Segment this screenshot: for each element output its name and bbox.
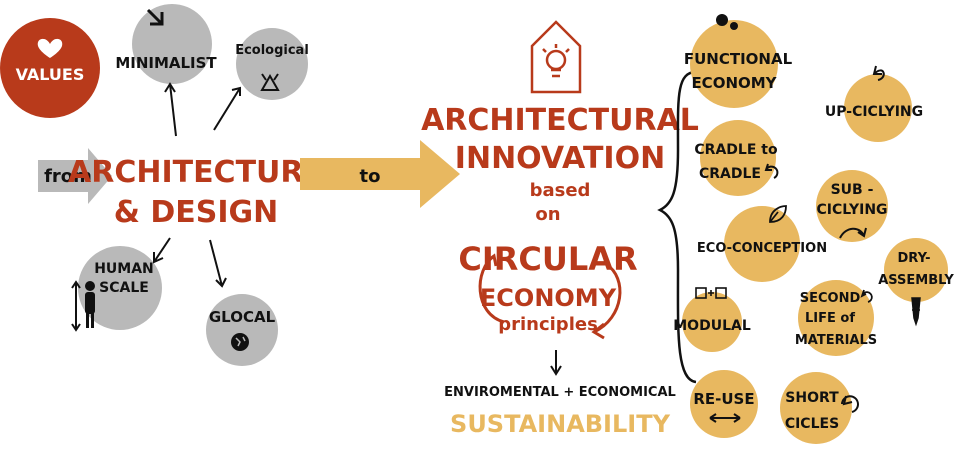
arrow-to-minimalist <box>164 82 177 137</box>
person-height-icon <box>71 280 95 332</box>
re-use-label: RE-USE <box>693 390 754 408</box>
minimalist-circle <box>132 4 212 84</box>
functional-economy-line-2: ECONOMY <box>691 74 777 92</box>
second-life-line-3: MATERIALS <box>795 333 877 348</box>
sub-ciclying-line-1: SUB - <box>831 182 874 198</box>
principle-re-use: RE-USE <box>690 370 758 438</box>
circular-arrows-icon <box>478 253 622 340</box>
principle-cradle-to-cradle: CRADLE to CRADLE <box>694 120 779 196</box>
ecological-circle <box>236 28 308 100</box>
cursor-arrow-icon <box>146 8 164 26</box>
human-scale-circle <box>78 246 162 330</box>
principle-modulal: MODULAL <box>673 287 751 352</box>
architectural-headline: ARCHITECTURAL <box>421 103 699 138</box>
human-scale-label-1: HUMAN <box>94 261 154 277</box>
principle-functional-economy: FUNCTIONAL ECONOMY <box>684 14 793 108</box>
innovation-headline: INNOVATION <box>455 141 665 176</box>
sub-ciclying-line-2: CICLYING <box>816 202 887 218</box>
values-badge-circle <box>0 18 100 118</box>
double-arrow-icon <box>709 413 741 423</box>
dry-assembly-line-1: DRY- <box>898 251 931 266</box>
screw-icon <box>911 297 921 327</box>
on-label: on <box>535 204 560 225</box>
from-arrow: from <box>38 148 112 204</box>
principle-up-cyclying: UP-CICLYING <box>825 65 923 142</box>
principle-eco-conception: ECO-CONCEPTION <box>697 205 827 282</box>
modulal-label: MODULAL <box>673 318 751 334</box>
gears-icon <box>716 14 738 30</box>
house-lightbulb-icon <box>530 20 582 94</box>
to-arrow: to <box>300 140 460 208</box>
second-life-line-2: LIFE of <box>805 311 855 326</box>
functional-economy-line-1: FUNCTIONAL <box>684 50 793 68</box>
down-arrow-icon <box>550 350 562 376</box>
glocal-label: GLOCAL <box>209 308 276 326</box>
principle-short-cicles: SHORT CICLES <box>780 372 859 444</box>
cycle-icon <box>841 395 859 413</box>
loop-icon <box>872 65 885 81</box>
dry-assembly-line-2: ASSEMBLY <box>878 273 954 288</box>
values-label: VALUES <box>16 65 85 84</box>
satellite-arrows <box>153 82 241 288</box>
principle-second-life: SECOND LIFE of MATERIALS <box>795 280 877 356</box>
cycle-icon <box>764 163 779 179</box>
from-label: from <box>44 166 92 187</box>
arrow-to-ecological <box>213 86 241 131</box>
principle-dry-assembly: DRY- ASSEMBLY <box>878 238 954 327</box>
cradle-line-1: CRADLE to <box>694 142 778 158</box>
principle-sub-ciclying: SUB - CICLYING <box>816 170 888 242</box>
cubes-icon <box>695 287 727 299</box>
arrow-to-glocal <box>209 239 227 288</box>
second-life-line-1: SECOND <box>800 291 861 306</box>
cycle-icon <box>860 289 873 303</box>
up-cyclying-label: UP-CICLYING <box>825 104 923 120</box>
sustainability-label: SUSTAINABILITY <box>450 410 671 438</box>
economy-label: ECONOMY <box>480 284 617 312</box>
architecture-title: ARCHITECTURE <box>68 155 324 190</box>
ecological-label: Ecological <box>235 43 309 58</box>
human-scale-label-2: SCALE <box>99 280 149 296</box>
recycle-icon <box>260 73 280 91</box>
circular-label: CIRCULAR <box>458 240 637 278</box>
design-title: & DESIGN <box>114 195 279 230</box>
cradle-line-2: CRADLE <box>699 166 761 182</box>
short-cicles-line-2: CICLES <box>785 416 839 432</box>
sustainability-qualifiers: ENVIROMENTAL + ECONOMICAL <box>444 385 676 400</box>
short-cicles-line-1: SHORT <box>785 390 839 406</box>
principles-label: principles <box>498 314 598 335</box>
glocal-circle <box>206 294 278 366</box>
curl-arrow-icon <box>839 227 867 239</box>
values-badge: VALUES <box>0 18 100 118</box>
eco-conception-label: ECO-CONCEPTION <box>697 241 827 256</box>
curly-brace <box>657 70 697 384</box>
arrow-to-human-scale <box>153 237 171 264</box>
globe-icon <box>231 333 249 351</box>
minimalist-label: MINIMALIST <box>115 54 217 72</box>
to-label: to <box>360 166 381 187</box>
based-label: based <box>530 180 591 201</box>
heart-icon <box>37 38 63 58</box>
leaf-icon <box>769 205 787 223</box>
